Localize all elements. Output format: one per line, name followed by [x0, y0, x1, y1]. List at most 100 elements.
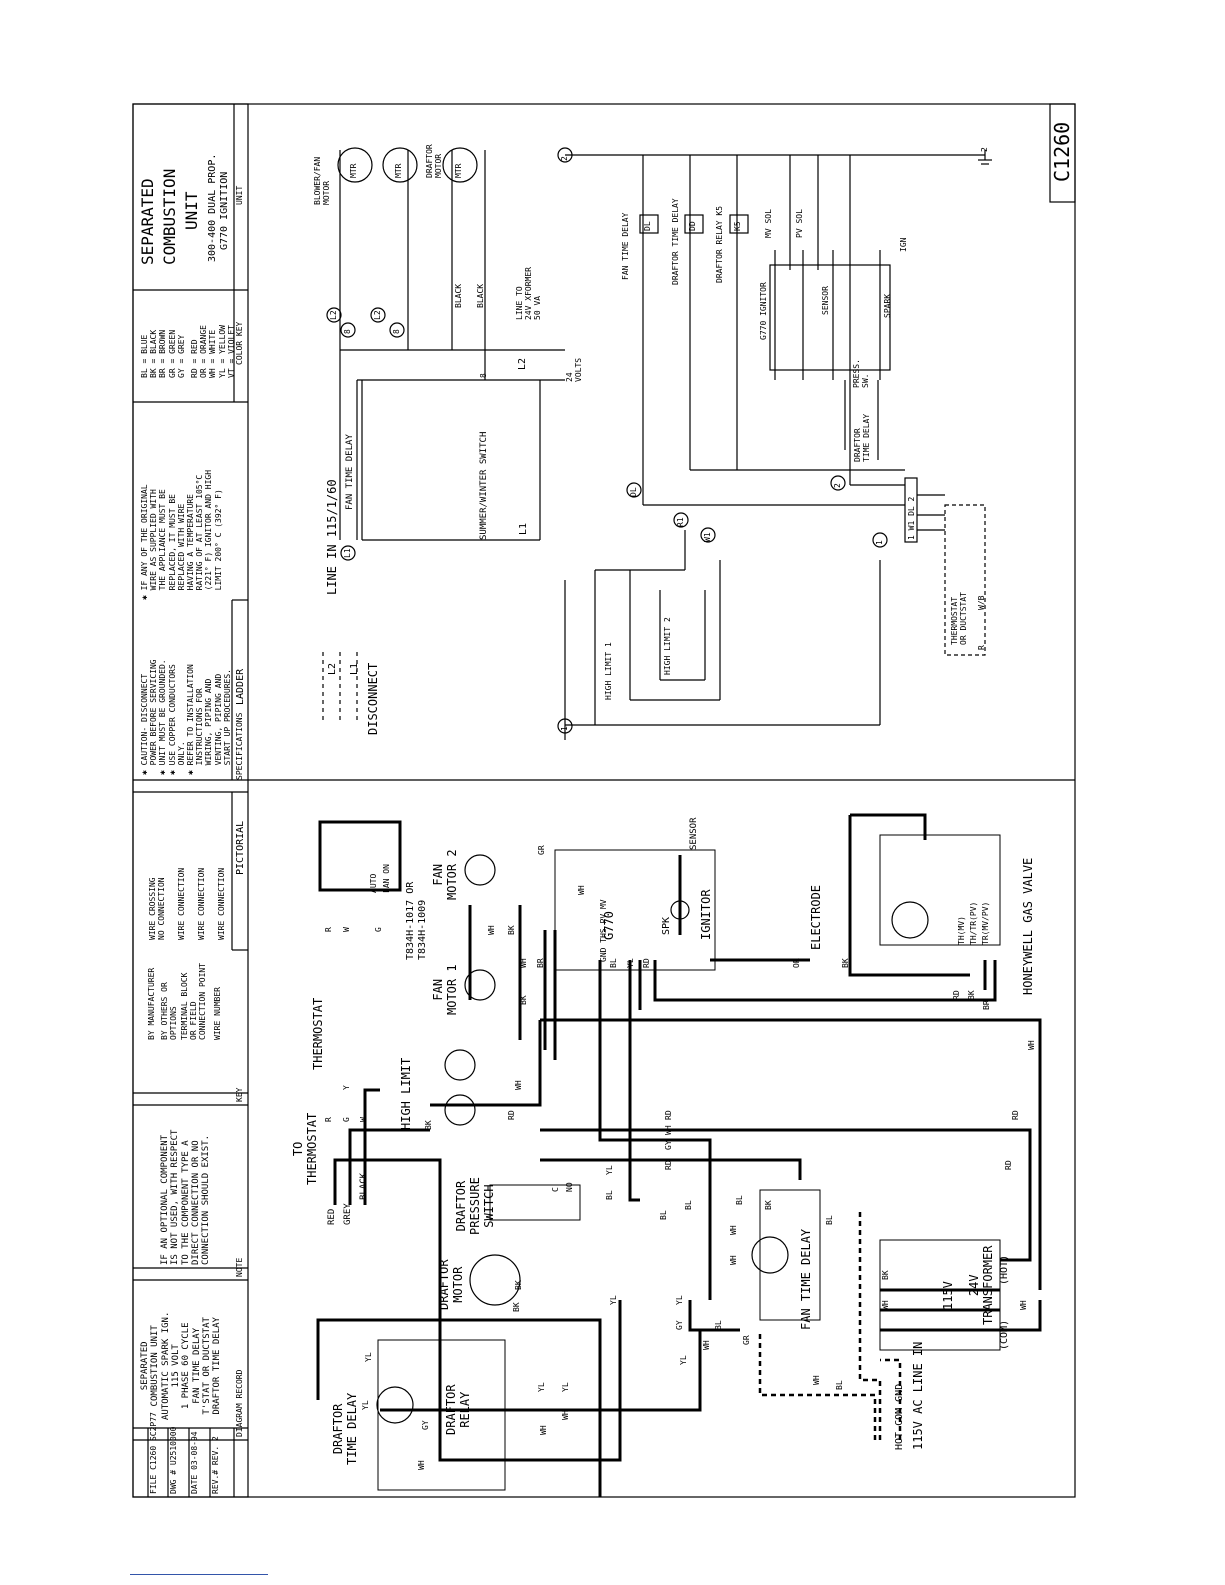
pic-draftor-motor: DRAFTOR MOTOR	[437, 1259, 465, 1310]
pic-tag-wh-9: WH	[812, 1375, 821, 1385]
ladder-l2-node-b: L2	[373, 310, 382, 320]
pic-gas-valve: HONEYWELL GAS VALVE	[1021, 857, 1035, 995]
ladder-black-2: BLACK	[476, 283, 485, 308]
pic-tag-gy-2: GY	[675, 1320, 684, 1330]
pic-ignitor: IGNITOR	[699, 889, 713, 940]
sheet-border	[132, 103, 1076, 1498]
note-header: NOTE	[235, 1257, 244, 1277]
ladder-8-node-a: 8	[343, 329, 352, 334]
pic-tag-wh-5: WH	[577, 885, 586, 895]
pic-black: BLACK	[359, 1172, 369, 1200]
pic-tag-wh-13: WH	[539, 1425, 548, 1435]
pic-tag-bk-5: BK	[967, 990, 976, 1000]
pic-tag-gy-1: GY	[664, 1140, 673, 1150]
ladder-l1-node: L1	[343, 548, 352, 558]
ladder-xformer: LINE TO 24V XFORMER 50 VA	[515, 267, 543, 320]
pic-115v: 115V	[941, 1281, 955, 1310]
ladder-g770-ignitor: G770 IGNITOR	[759, 282, 768, 340]
pic-tag-wh-6: WH	[1027, 1040, 1036, 1050]
ladder-wb: W/B	[977, 595, 986, 610]
pic-ac-line-in: 115V AC LINE IN	[911, 1341, 925, 1450]
pic-th-tr-pv: TH/TR(PV)	[969, 901, 978, 945]
pic-high-limit: HIGH LIMIT	[399, 1057, 413, 1130]
ladder-pv-sol: PV SOL	[795, 209, 804, 238]
pic-tag-bl-1: BL	[605, 1190, 614, 1200]
ladder-l1: L1	[518, 522, 529, 535]
pic-hot: (HOT)	[999, 1254, 1010, 1285]
pic-fan-motor-1: FAN MOTOR 1	[431, 964, 459, 1015]
pic-tag-wh-15: WH	[417, 1460, 426, 1470]
pic-tag-bk-4: BK	[841, 958, 850, 968]
pic-tag-bk-7: BK	[764, 1200, 773, 1210]
pic-electrode: ELECTRODE	[809, 884, 823, 950]
ladder-fan-time-delay: FAN TIME DELAY	[345, 434, 355, 510]
note-text: IF AN OPTIONAL COMPONENT IS NOT USED, WI…	[160, 1129, 212, 1265]
pic-tag-rd-5: RD	[952, 990, 961, 1000]
pic-tag-br-1: BR	[536, 958, 545, 968]
pic-tag-yl-5: YL	[537, 1382, 546, 1392]
pic-tag-bk-8: BK	[512, 1302, 521, 1312]
pic-tag-bk-9: BK	[514, 1280, 523, 1290]
key-wire-number: WIRE NUMBER	[213, 987, 222, 1040]
pic-t834: T834H-1017 OR T834H-1009	[405, 881, 428, 960]
pic-red: RED	[327, 1208, 337, 1225]
pic-no: NO	[565, 1182, 574, 1192]
pic-tag-yl-7: YL	[361, 1400, 370, 1410]
pic-tag-yl-3: YL	[679, 1355, 688, 1365]
ladder-dl-node: DL	[629, 487, 638, 497]
pic-tag-yl-8: YL	[364, 1352, 373, 1362]
pic-tag-bl-3: BL	[835, 1380, 844, 1390]
pic-grey: GREY	[343, 1203, 353, 1225]
ladder-mtr-2: MTR	[394, 163, 403, 178]
ladder-r1: R1	[676, 517, 685, 527]
pic-draftor-relay: DRAFTOR RELAY	[444, 1384, 472, 1435]
ladder-line-in: LINE IN 115/1/60	[325, 479, 339, 595]
color-key-col1: BL = BLUE BK = BLACK BR = BROWN GR = GRE…	[140, 329, 186, 378]
pic-terminal-r: R	[324, 927, 333, 932]
pic-terminal-g: G	[374, 927, 383, 932]
record-file: FILE C1260 SC2P77	[149, 1412, 158, 1494]
ladder-summer-winter: SUMMER/WINTER SWITCH	[479, 431, 489, 540]
pic-tag-bl-5: BL	[735, 1195, 744, 1205]
pic-fan-motor-2: FAN MOTOR 2	[431, 849, 459, 900]
pic-tag-yl-4: YL	[675, 1295, 684, 1305]
ladder-draftor-relay: DRAFTOR RELAY K5	[715, 205, 724, 283]
unit-header: UNIT	[235, 185, 244, 205]
ladder-node-2b: 2	[833, 483, 842, 488]
pic-thermostat: THERMOSTAT	[311, 997, 325, 1070]
pic-tag-yl-1: YL	[605, 1165, 614, 1175]
pic-tag-br-2: BR	[982, 1000, 991, 1010]
key-header: KEY	[235, 1087, 244, 1102]
ladder-mtr-1: MTR	[349, 163, 358, 178]
drawing-code: C1260	[1050, 121, 1074, 182]
unit-title-1: SEPARATED	[138, 178, 157, 265]
pic-tag-wh-11: WH	[729, 1255, 738, 1265]
key-wire-connection-2: WIRE CONNECTION	[197, 867, 206, 940]
pic-tag-gr: GR	[537, 845, 546, 855]
pic-pins: GND THS PV MV	[599, 899, 608, 962]
pic-tag-yl-9: YL	[609, 1295, 618, 1305]
pic-tag-gr-2: GR	[742, 1335, 751, 1345]
pic-tag-rd-2: RD	[664, 1110, 673, 1120]
record-header: DIAGRAM RECORD	[235, 1369, 244, 1437]
pic-tag-rd-6: RD	[1011, 1110, 1020, 1120]
pic-tag-rd-3: RD	[664, 1160, 673, 1170]
record-dwg: DWG # U2510000	[169, 1426, 178, 1494]
ladder-black-1: BLACK	[454, 283, 463, 308]
pic-tag-bk-1: BK	[424, 1120, 433, 1130]
record-title: SEPARATED COMBUSTION UNIT AUTOMATIC SPAR…	[140, 1311, 223, 1420]
key-wire-connection-1: WIRE CONNECTION	[177, 867, 186, 940]
pic-fan-time-delay: FAN TIME DELAY	[799, 1228, 813, 1330]
pic-tstat-w: W	[359, 1117, 368, 1122]
pic-draftor-time-delay: DRAFTOR TIME DELAY	[331, 1392, 359, 1465]
pic-tag-bk-3: BK	[519, 995, 528, 1005]
ladder-w1: W1	[703, 532, 712, 542]
pic-tag-rd-4: RD	[642, 958, 651, 968]
ladder-spark: SPARK	[883, 293, 892, 318]
pic-com: (COM)	[999, 1319, 1010, 1350]
ladder-header: LADDER	[235, 668, 246, 705]
pic-tag-bl-8: BL	[684, 1200, 693, 1210]
ladder-high-limit-2: HIGH LIMIT 2	[663, 617, 672, 675]
ladder-mv-sol: MV SOL	[764, 209, 773, 238]
